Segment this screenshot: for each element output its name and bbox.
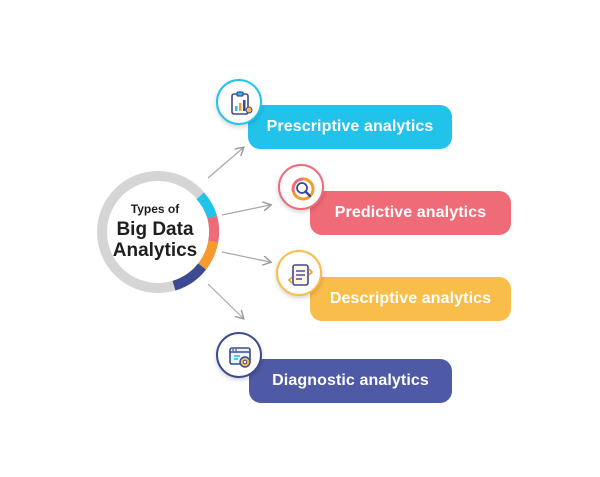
document-arrows-icon: [276, 250, 322, 296]
pill-label: Prescriptive analytics: [266, 118, 434, 135]
connector-diagnostic: [207, 283, 243, 318]
hub-title-big: Big Data Analytics: [100, 219, 210, 261]
pill-label: Predictive analytics: [334, 204, 487, 221]
hub-segment-prescriptive: [196, 192, 218, 219]
connector-prescriptive: [207, 148, 243, 179]
hub-title-line3: Analytics: [112, 240, 198, 261]
hub-segment-predictive: [207, 215, 220, 243]
pill-prescriptive: Prescriptive analytics: [248, 105, 452, 149]
hub-title-line2: Big Data: [116, 219, 194, 240]
pill-label: Diagnostic analytics: [272, 372, 429, 389]
pill-label: Descriptive analytics: [329, 290, 492, 307]
hub-title-small: Types of: [130, 202, 180, 216]
browser-gear-icon: [216, 332, 262, 378]
connector-descriptive: [221, 251, 270, 262]
hub-segment-descriptive: [198, 240, 219, 270]
hub-segment-diagnostic: [172, 263, 207, 291]
clipboard-chart-icon: [216, 79, 262, 125]
pill-descriptive: Descriptive analytics: [310, 277, 511, 321]
magnifier-pie-icon: [278, 164, 324, 210]
connector-predictive: [221, 205, 270, 216]
pill-diagnostic: Diagnostic analytics: [249, 359, 452, 403]
pill-predictive: Predictive analytics: [310, 191, 511, 235]
